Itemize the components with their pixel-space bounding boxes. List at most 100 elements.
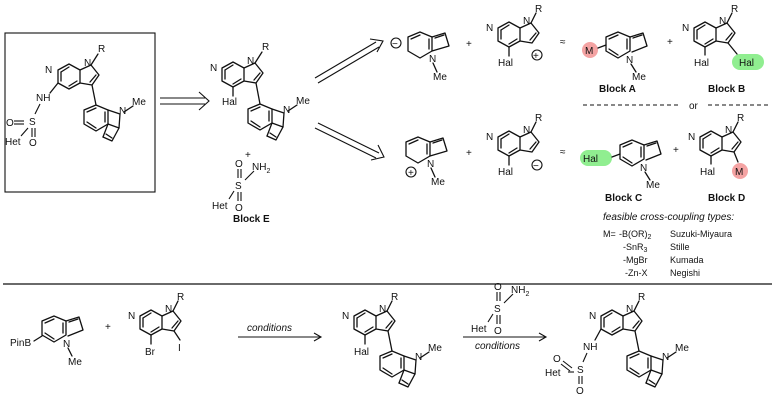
- methyl-label: Me: [68, 357, 82, 368]
- coupling-name: Suzuki-Miyaura: [670, 229, 732, 239]
- cation-charge: +: [408, 168, 414, 179]
- nitrogen-label: N: [688, 132, 695, 143]
- coupling-reagent: -MgBr: [623, 255, 648, 265]
- methyl-label: Me: [675, 343, 689, 354]
- nitrogen-label: N: [523, 16, 530, 27]
- methyl-label: Me: [632, 72, 646, 83]
- coupling-reagent: -SnR3: [623, 242, 648, 254]
- nitrogen-label: N: [626, 55, 633, 66]
- nitrogen-label: N: [725, 125, 732, 136]
- block-c-label: Block C: [605, 193, 642, 204]
- pinb-indole: PinB N Me: [10, 315, 84, 368]
- anion-charge: −: [533, 161, 539, 172]
- plus-sign: +: [667, 37, 673, 48]
- m-highlight-red: [582, 42, 598, 58]
- m-label: M: [585, 46, 593, 57]
- coupling-reagent: -Zn-X: [625, 268, 648, 278]
- nitrogen-label: N: [84, 58, 91, 69]
- nitrogen-label: N: [119, 106, 126, 117]
- disconnection-arrow-down: [314, 122, 385, 161]
- oxygen-label: O: [553, 354, 561, 365]
- coupling-reagent: -B(OR)2: [619, 229, 652, 241]
- block-d-label: Block D: [708, 193, 745, 204]
- methyl-label: Me: [433, 72, 447, 83]
- nitrogen-label: N: [415, 352, 422, 363]
- plus-sign: +: [673, 145, 679, 156]
- methyl-label: Me: [132, 97, 146, 108]
- r-label: R: [731, 4, 738, 15]
- oxygen-label: O: [6, 118, 14, 129]
- anion-charge: −: [392, 39, 398, 50]
- plus-sign: +: [105, 322, 111, 333]
- nitrogen-label: N: [379, 304, 386, 315]
- methyl-label: Me: [296, 96, 310, 107]
- hal-highlight-green: [580, 150, 612, 166]
- oxygen-label: O: [576, 386, 584, 397]
- nitrogen-label: N: [662, 352, 669, 363]
- methyl-label: Me: [646, 180, 660, 191]
- nitrogen-label: N: [427, 159, 434, 170]
- nitrogen-label: N: [342, 311, 349, 322]
- coupling-name: Negishi: [670, 268, 700, 278]
- block-b-structure: N N R Hal Hal: [682, 4, 764, 70]
- block-a-structure: M N Me: [582, 31, 648, 83]
- azaindole-cation-synthon: N N R Hal +: [486, 4, 543, 69]
- sulfur-label: S: [577, 365, 584, 376]
- coupling-prefix: M=: [603, 229, 616, 239]
- pinb-label: PinB: [10, 338, 31, 349]
- m-highlight-red: [732, 163, 748, 179]
- m-label: M: [735, 167, 743, 178]
- hal-label: Hal: [222, 97, 237, 108]
- or-separator: or: [583, 101, 770, 112]
- bromine-label: Br: [145, 347, 156, 358]
- hal-highlight-green: [732, 54, 764, 70]
- het-label: Het: [5, 137, 21, 148]
- r-label: R: [535, 113, 542, 124]
- block-e-sulfonamide: [211, 158, 272, 215]
- hal-label: Hal: [694, 58, 709, 69]
- nitrogen-label: N: [247, 56, 254, 67]
- r-label: R: [391, 292, 398, 303]
- conditions-label: conditions: [475, 341, 520, 352]
- nitrogen-label: N: [210, 63, 217, 74]
- coupling-name: Kumada: [670, 255, 704, 265]
- plus-sign: +: [466, 148, 472, 159]
- r-label: R: [535, 4, 542, 15]
- het-label: Het: [545, 368, 561, 379]
- nitrogen-label: N: [283, 105, 290, 116]
- nitrogen-label: N: [719, 16, 726, 27]
- nh-label: NH: [36, 93, 50, 104]
- r-label: R: [98, 44, 105, 55]
- nitrogen-label: N: [128, 311, 135, 322]
- oxygen-label: O: [29, 138, 37, 149]
- nitrogen-label: N: [45, 65, 52, 76]
- nitrogen-label: N: [486, 23, 493, 34]
- block-b-label: Block B: [708, 84, 745, 95]
- nitrogen-label: N: [63, 339, 70, 350]
- methyl-label: Me: [428, 343, 442, 354]
- bromo-iodo-azaindole: N N R Br I: [128, 292, 184, 358]
- azaindole-anion-synthon: N N R Hal −: [486, 113, 543, 178]
- indole-anion-synthon: N Me −: [390, 31, 450, 83]
- plus-sign: +: [466, 39, 472, 50]
- coupled-product: N N R Hal N Me: [342, 292, 442, 388]
- target-molecule: N N R NH S O O Het N Me: [4, 32, 156, 193]
- coupling-heading: feasible cross-coupling types:: [603, 212, 734, 223]
- sulfur-label: S: [29, 117, 36, 128]
- hal-label: Hal: [354, 347, 369, 358]
- r-label: R: [737, 113, 744, 124]
- methyl-label: Me: [431, 177, 445, 188]
- cation-charge: +: [533, 51, 539, 62]
- approx-sign: ≈: [560, 147, 566, 158]
- reaction-arrow-1: conditions: [238, 323, 323, 342]
- hal-label: Hal: [498, 58, 513, 69]
- nitrogen-label: N: [429, 54, 436, 65]
- block-a-label: Block A: [599, 84, 636, 95]
- approx-sign: ≈: [560, 37, 566, 48]
- target-box: [4, 32, 156, 193]
- nitrogen-label: N: [640, 163, 647, 174]
- hal-label: Hal: [739, 58, 754, 69]
- nitrogen-label: N: [165, 304, 172, 315]
- nitrogen-label: N: [626, 304, 633, 315]
